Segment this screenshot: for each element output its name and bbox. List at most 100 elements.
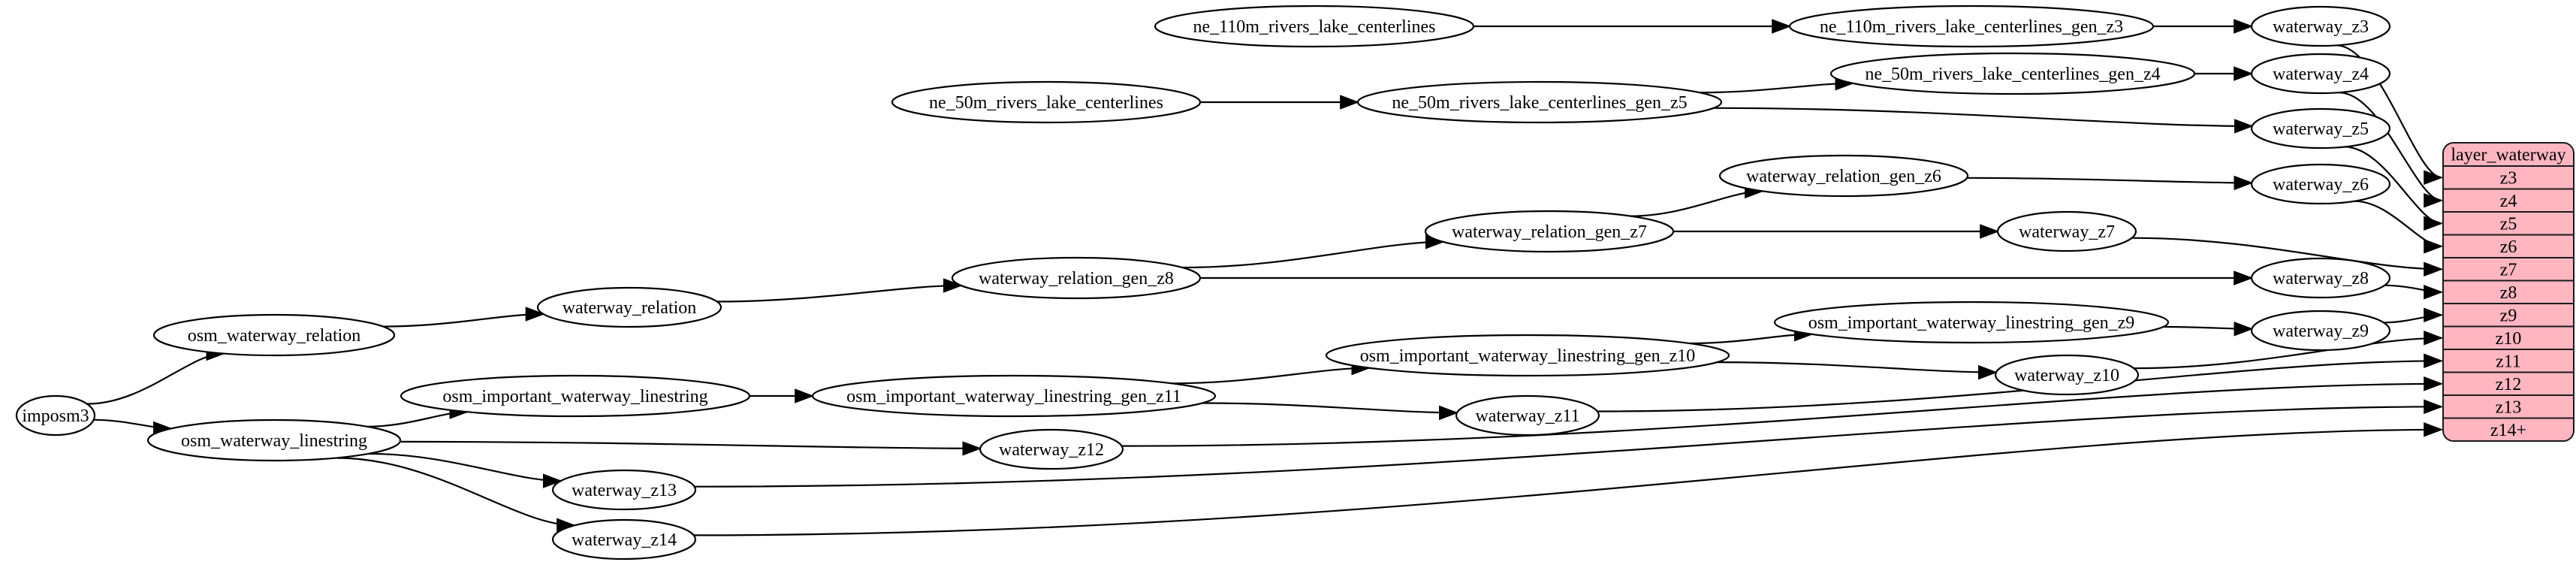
node-ellipse-waterway_z7 — [1996, 210, 2137, 252]
node-ellipse-ne_50m_rivers_lake_centerlines — [891, 80, 1202, 124]
node-label-ne_50m_rivers_lake_centerlines: ne_50m_rivers_lake_centerlines — [929, 93, 1163, 113]
table-row-z6: z6 — [2500, 237, 2517, 257]
edge-osm_important_waterway_linestring_gen_z10-to-osm_important_waterway_linestring_gen_z9 — [1689, 327, 1814, 345]
node-ellipse-ne_50m_rivers_lake_centerlines_gen_z4 — [1829, 52, 2196, 95]
node-label-waterway_z14: waterway_z14 — [572, 530, 677, 550]
node-ellipse-osm_waterway_linestring — [146, 418, 402, 462]
node-ellipse-waterway_z5 — [2250, 107, 2391, 150]
table-row-z12: z12 — [2496, 375, 2522, 394]
edge-imposm3-to-osm_waterway_linestring — [93, 418, 173, 437]
node-label-waterway_relation_gen_z8: waterway_relation_gen_z8 — [979, 269, 1174, 289]
edge-waterway_z4-to-table-z4 — [2339, 92, 2444, 208]
edge-ne_50m_rivers_lake_centerlines_gen_z5-to-ne_50m_rivers_lake_centerlines_gen_z4 — [1699, 76, 1855, 94]
node-label-waterway_z4: waterway_z4 — [2273, 65, 2369, 84]
node-label-osm_important_waterway_linestring_gen_z10: osm_important_waterway_linestring_gen_z1… — [1360, 346, 1696, 366]
edge-osm_waterway_linestring-to-waterway_z12 — [400, 440, 982, 456]
node-ellipse-waterway_relation — [536, 286, 722, 328]
node-ellipse-waterway_z9 — [2250, 310, 2391, 352]
edge-waterway_z3-to-table-z3 — [2336, 44, 2444, 185]
node-ne_50m_rivers_lake_centerlines: ne_50m_rivers_lake_centerlines — [891, 80, 1202, 124]
node-label-osm_waterway_relation: osm_waterway_relation — [188, 326, 361, 346]
node-waterway_z8: waterway_z8 — [2250, 257, 2391, 299]
node-osm_waterway_relation: osm_waterway_relation — [152, 313, 396, 357]
edge-waterway_z10-to-table-z10 — [2134, 331, 2444, 370]
edge-osm_waterway_relation-to-waterway_relation — [383, 307, 545, 328]
node-ellipse-waterway_z12 — [979, 428, 1124, 470]
node-ellipse-imposm3 — [15, 394, 96, 437]
table-row-z14+: z14+ — [2490, 421, 2526, 440]
node-label-imposm3: imposm3 — [22, 406, 89, 426]
edge-osm_waterway_linestring-to-osm_important_waterway_linestring — [366, 404, 469, 428]
node-label-waterway_z11: waterway_z11 — [1475, 406, 1579, 426]
table-row-z5: z5 — [2500, 214, 2517, 234]
node-label-ne_110m_rivers_lake_centerlines: ne_110m_rivers_lake_centerlines — [1193, 17, 1436, 37]
edge-waterway_z13-to-table-z13 — [694, 399, 2444, 488]
node-waterway_z4: waterway_z4 — [2250, 53, 2391, 95]
node-ellipse-waterway_z3 — [2250, 5, 2391, 47]
node-label-waterway_z3: waterway_z3 — [2273, 17, 2369, 37]
node-waterway_z9: waterway_z9 — [2250, 310, 2391, 352]
table-row-z9: z9 — [2500, 306, 2517, 325]
node-waterway_relation_gen_z6: waterway_relation_gen_z6 — [1718, 154, 1969, 198]
node-label-waterway_z12: waterway_z12 — [999, 440, 1104, 460]
node-label-waterway_z7: waterway_z7 — [2019, 222, 2115, 242]
node-label-waterway_relation: waterway_relation — [563, 298, 697, 318]
node-ellipse-waterway_z4 — [2250, 53, 2391, 95]
node-ellipse-waterway_relation_gen_z7 — [1424, 210, 1675, 253]
node-label-ne_110m_rivers_lake_centerlines_gen_z3: ne_110m_rivers_lake_centerlines_gen_z3 — [1820, 17, 2123, 37]
table-row-z8: z8 — [2500, 283, 2517, 303]
node-ellipse-osm_important_waterway_linestring_gen_z9 — [1773, 301, 2170, 344]
node-ellipse-waterway_z11 — [1455, 394, 1600, 437]
edge-waterway_z9-to-table-z9 — [2383, 307, 2444, 324]
node-imposm3: imposm3 — [15, 394, 96, 437]
node-ellipse-ne_50m_rivers_lake_centerlines_gen_z5 — [1356, 80, 1723, 124]
edge-waterway_z5-to-table-z5 — [2344, 146, 2444, 231]
node-label-osm_important_waterway_linestring_gen_z9: osm_important_waterway_linestring_gen_z9 — [1808, 313, 2135, 333]
edge-osm_waterway_linestring-to-waterway_z13 — [368, 452, 563, 488]
node-ellipse-waterway_z8 — [2250, 257, 2391, 299]
edge-waterway_relation_gen_z8-to-waterway_relation_gen_z7 — [1182, 234, 1445, 269]
node-waterway_z11: waterway_z11 — [1455, 394, 1600, 437]
node-label-waterway_z5: waterway_z5 — [2273, 119, 2369, 139]
edge-waterway_z14-to-table-z14+ — [693, 422, 2444, 536]
node-ne_110m_rivers_lake_centerlines: ne_110m_rivers_lake_centerlines — [1154, 5, 1475, 48]
node-waterway_relation: waterway_relation — [536, 286, 722, 328]
table-row-z10: z10 — [2496, 329, 2522, 349]
edge-waterway_z7-to-table-z7 — [2131, 237, 2444, 277]
node-waterway_z13: waterway_z13 — [551, 469, 697, 511]
node-ellipse-ne_110m_rivers_lake_centerlines — [1154, 5, 1475, 48]
node-label-waterway_z10: waterway_z10 — [2014, 366, 2119, 385]
node-osm_important_waterway_linestring_gen_z11: osm_important_waterway_linestring_gen_z1… — [811, 374, 1217, 418]
node-waterway_z6: waterway_z6 — [2250, 163, 2391, 205]
edge-waterway_relation_gen_z6-to-waterway_z6 — [1967, 175, 2254, 191]
node-label-waterway_z8: waterway_z8 — [2273, 269, 2369, 289]
table-title: layer_waterway — [2451, 146, 2565, 165]
node-waterway_relation_gen_z8: waterway_relation_gen_z8 — [951, 256, 1202, 300]
node-ellipse-waterway_z13 — [551, 469, 697, 511]
edge-waterway_z12-to-table-z12 — [1121, 376, 2444, 447]
node-waterway_z14: waterway_z14 — [551, 518, 697, 560]
node-ellipse-ne_110m_rivers_lake_centerlines_gen_z3 — [1788, 5, 2155, 48]
node-label-osm_important_waterway_linestring_gen_z11: osm_important_waterway_linestring_gen_z1… — [846, 387, 1181, 406]
node-ellipse-waterway_z14 — [551, 518, 697, 560]
node-waterway_relation_gen_z7: waterway_relation_gen_z7 — [1424, 210, 1675, 253]
table-layer-waterway: layer_waterwayz3z4z5z6z7z8z9z10z11z12z13… — [2442, 142, 2574, 442]
table-row-z13: z13 — [2496, 397, 2522, 417]
edge-waterway_z6-to-table-z6 — [2354, 200, 2444, 254]
node-ellipse-osm_important_waterway_linestring_gen_z10 — [1325, 334, 1730, 377]
node-osm_important_waterway_linestring: osm_important_waterway_linestring — [400, 374, 751, 418]
node-ellipse-osm_waterway_relation — [152, 313, 396, 357]
node-label-osm_important_waterway_linestring: osm_important_waterway_linestring — [442, 387, 707, 406]
node-ne_50m_rivers_lake_centerlines_gen_z4: ne_50m_rivers_lake_centerlines_gen_z4 — [1829, 52, 2196, 95]
table-row-z4: z4 — [2500, 192, 2517, 211]
node-osm_important_waterway_linestring_gen_z9: osm_important_waterway_linestring_gen_z9 — [1773, 301, 2170, 344]
node-label-waterway_z6: waterway_z6 — [2273, 175, 2369, 195]
node-label-waterway_relation_gen_z7: waterway_relation_gen_z7 — [1452, 222, 1647, 242]
edge-ne_50m_rivers_lake_centerlines_gen_z5-to-waterway_z5 — [1713, 107, 2254, 134]
edge-waterway_z8-to-table-z8 — [2384, 284, 2444, 300]
table-row-z3: z3 — [2500, 168, 2517, 188]
edge-osm_important_waterway_linestring_gen_z11-to-osm_important_waterway_linestring_gen_z10 — [1172, 360, 1371, 385]
